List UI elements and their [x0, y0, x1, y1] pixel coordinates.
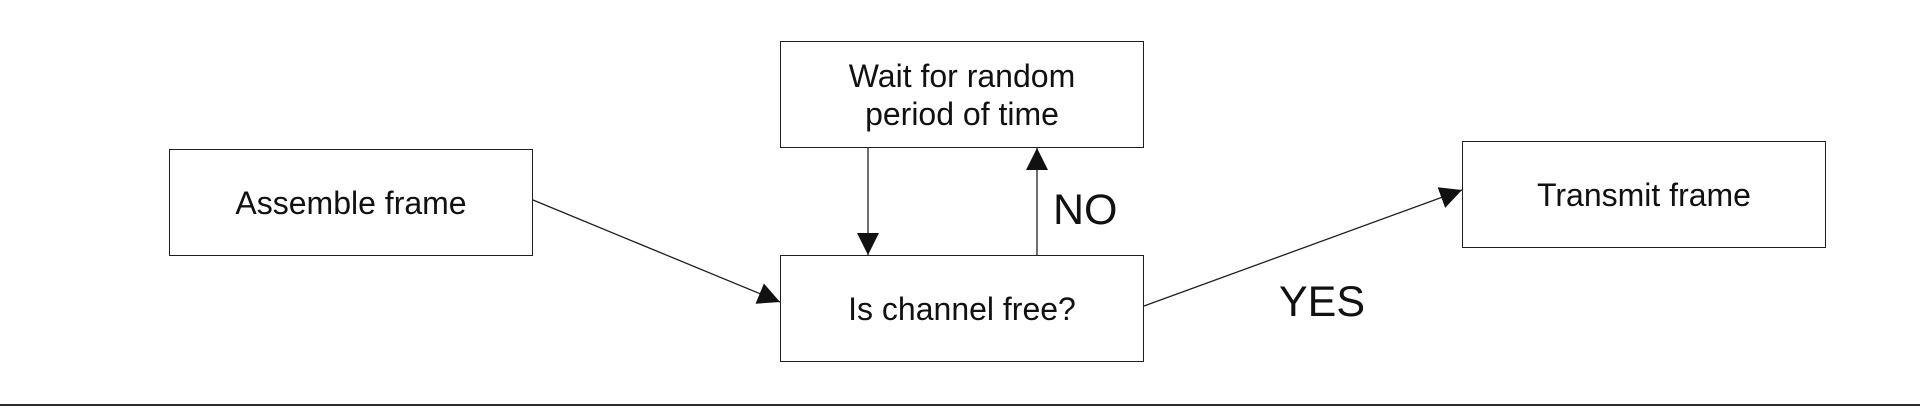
node-transmit-frame: Transmit frame	[1462, 141, 1826, 248]
node-wait-random-line-1: Wait for random	[848, 57, 1076, 94]
edge-assemble-to-check	[532, 199, 781, 304]
node-is-channel-free-line-1: Is channel free?	[848, 290, 1076, 327]
node-wait-random: Wait for random period of time	[780, 41, 1144, 148]
node-is-channel-free-text: Is channel free?	[848, 290, 1076, 328]
node-transmit-frame-line-1: Transmit frame	[1537, 176, 1751, 213]
node-assemble-frame: Assemble frame	[169, 149, 533, 256]
node-assemble-frame-text: Assemble frame	[235, 184, 466, 222]
frame-bottom-border	[0, 404, 1920, 406]
edge-check-to-transmit-yes	[1143, 187, 1463, 307]
node-assemble-frame-line-1: Assemble frame	[235, 184, 467, 221]
node-wait-random-line-2: period of time	[865, 95, 1059, 132]
edge-label-yes: YES	[1279, 278, 1366, 326]
edge-label-no: NO	[1053, 186, 1118, 234]
node-wait-random-text: Wait for random period of time	[849, 57, 1075, 133]
node-transmit-frame-text: Transmit frame	[1537, 176, 1751, 214]
node-is-channel-free: Is channel free?	[780, 255, 1144, 362]
